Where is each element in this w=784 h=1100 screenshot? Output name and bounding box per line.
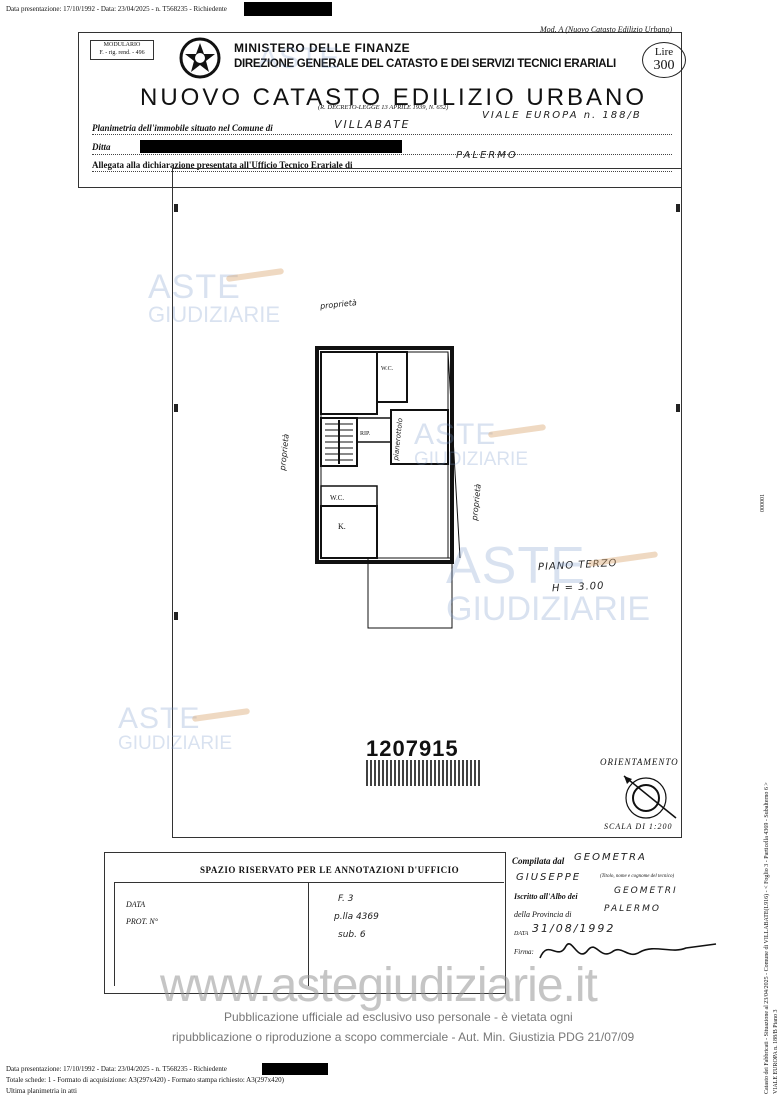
orientamento-label: ORIENTAMENTO: [600, 757, 679, 767]
office-box: [104, 852, 506, 994]
ufficio-value: PALERMO: [456, 150, 518, 161]
watermark-logo: ASTE GIUDIZIARIE: [446, 540, 650, 626]
tecnico-hint: (Titolo, nome e cognome del tecnico): [600, 874, 675, 879]
iscritto-label: Iscritto all'Albo dei: [514, 892, 578, 901]
punch-mark: [676, 404, 680, 412]
lire-stamp: Lire 300: [642, 42, 686, 78]
drawing-frame: [172, 168, 682, 838]
watermark-giudiziarie: GIUDIZIARIE: [414, 449, 529, 470]
footer-redaction: [262, 1063, 328, 1075]
watermark-giudiziarie: GIUDIZIARIE: [446, 590, 651, 628]
watermark-logo: ASTE GIUDIZIARIE: [414, 418, 529, 470]
dotted-rule: [92, 134, 672, 135]
form-title: NUOVO CATASTO EDILIZIO URBANO: [140, 84, 648, 111]
directorate-name: DIREZIONE GENERALE DEL CATASTO E DEI SER…: [234, 58, 616, 70]
tecnico-name: GIUSEPPE: [516, 872, 582, 883]
footer-line1: Data presentazione: 17/10/1992 - Data: 2…: [6, 1065, 227, 1073]
compass-icon: [623, 775, 677, 819]
office-title: SPAZIO RISERVATO PER LE ANNOTAZIONI D'UF…: [200, 865, 460, 875]
modulario-box: MODULARIO F. - rig. rend. - 496: [90, 40, 154, 60]
signature-scribble: [539, 943, 717, 959]
disclaimer-line2: ripubblicazione o riproduzione a scopo c…: [172, 1030, 635, 1044]
room-kitchen: K.: [338, 522, 346, 531]
lire-value: 300: [653, 58, 675, 73]
punch-mark: [174, 204, 178, 212]
ministry-name: MINISTERO DELLE FINANZE: [234, 41, 411, 55]
allegata-label: Allegata alla dichiarazione presentata a…: [92, 160, 353, 170]
watermark-giudiziarie: GIUDIZIARIE: [148, 302, 281, 327]
room-wc-bottom: W.C.: [330, 494, 345, 502]
dotted-rule: [92, 154, 672, 155]
watermark-aste: ASTE: [414, 418, 497, 451]
data2-label: DATA: [514, 931, 529, 937]
iscritto-value: GEOMETRI: [614, 886, 678, 896]
comune-value: VILLABATE: [334, 118, 411, 131]
watermark-aste: ASTE: [446, 537, 586, 595]
serial-number: 1207915: [366, 736, 459, 761]
office-title-band: [114, 860, 504, 883]
watermark-giudiziarie: GIUDIZIARIE: [118, 733, 233, 754]
watermark-logo: ASTE GIUDIZIARIE: [148, 270, 280, 326]
watermark-aste: ASTE: [118, 702, 201, 735]
barcode: [366, 760, 482, 786]
scala-label: SCALA DI 1:200: [604, 822, 673, 831]
republic-emblem-icon: [178, 36, 222, 80]
office-note-particella: p.lla 4369: [334, 912, 379, 922]
side-margin-text: Catasto dei Fabbricati - Situazione al 2…: [764, 782, 770, 1094]
form-header-frame: [78, 32, 682, 188]
floor-plan: [315, 346, 461, 629]
compilata-value: GEOMETRA: [574, 852, 647, 863]
office-note-foglio: F. 3: [338, 894, 354, 904]
side-small-code: 000001: [760, 494, 766, 512]
watermark-logo: ASTE: [258, 44, 340, 74]
watermark-logo: ASTE GIUDIZIARIE: [118, 702, 233, 754]
planimetria-label: Planimetria dell'immobile situato nel Co…: [92, 123, 273, 133]
dotted-rule: [92, 171, 672, 172]
office-note-subalterno: sub. 6: [338, 930, 366, 940]
header-meta-text: Data presentazione: 17/10/1992 - Data: 2…: [6, 5, 227, 13]
watermark-url: www.astegiudiziarie.it: [160, 959, 598, 1012]
footer-line3: Ultima planimetria in atti: [6, 1087, 77, 1095]
provincia-label: della Provincia di: [514, 910, 572, 919]
watermark-aste: ASTE: [258, 42, 341, 75]
watermark-aste: ASTE: [148, 268, 241, 306]
office-left-rule: [114, 882, 115, 986]
via-value: VIALE EUROPA n. 188/B: [482, 110, 642, 121]
compilata-label: Compilata dal: [512, 856, 565, 866]
ditta-label: Ditta: [92, 142, 111, 152]
ditta-redaction: [140, 140, 402, 153]
side-margin-text-2: VIALE EUROPA n. 188/B Piano 3: [773, 1009, 779, 1094]
punch-mark: [174, 404, 178, 412]
modulario-code: F. - rig. rend. - 496: [99, 50, 145, 56]
provincia-value: PALERMO: [604, 904, 661, 914]
decree-text: (R. DECRETO-LEGGE 13 APRILE 1939, N. 652…: [318, 104, 449, 111]
office-divider: [308, 882, 309, 986]
office-data-label: DATA: [126, 900, 146, 909]
disclaimer-line1: Pubblicazione ufficiale ad esclusivo uso…: [224, 1010, 573, 1024]
room-rip: RIP.: [360, 431, 371, 437]
footer-line2: Totale schede: 1 - Formato di acquisizio…: [6, 1076, 284, 1084]
redaction-bar: [244, 2, 332, 16]
modulario-label: MODULARIO: [103, 42, 141, 48]
firma-label: Firma:: [514, 948, 534, 956]
room-wc-top: W.C.: [381, 366, 394, 372]
office-prot-label: PROT. N°: [126, 917, 158, 926]
data2-value: 31/08/1992: [532, 922, 616, 935]
mod-label: Mod. A (Nuovo Catasto Edilizio Urbano): [540, 25, 673, 34]
punch-mark: [174, 612, 178, 620]
punch-mark: [676, 204, 680, 212]
lire-label: Lire: [654, 46, 674, 58]
